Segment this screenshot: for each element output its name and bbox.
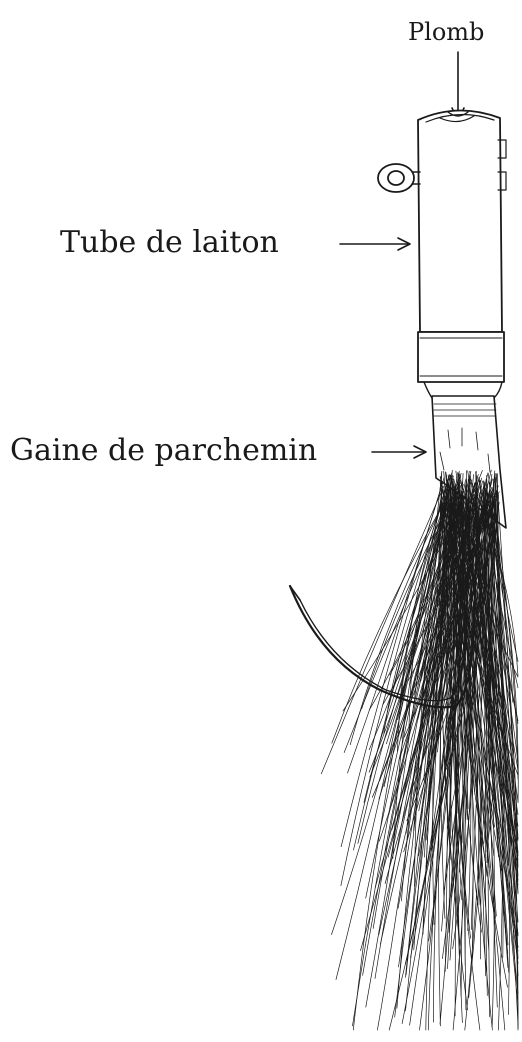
- arrow-gaine: [372, 446, 426, 458]
- label-plomb: Plomb: [408, 18, 484, 46]
- label-gaine: Gaine de parchemin: [10, 433, 317, 468]
- feather-fibres: [321, 470, 518, 1030]
- feather-fibre: [354, 476, 454, 850]
- label-tube: Tube de laiton: [60, 225, 279, 260]
- attachment-ring: [378, 164, 420, 192]
- brass-tube: [418, 110, 506, 398]
- arrow-tube: [340, 238, 410, 250]
